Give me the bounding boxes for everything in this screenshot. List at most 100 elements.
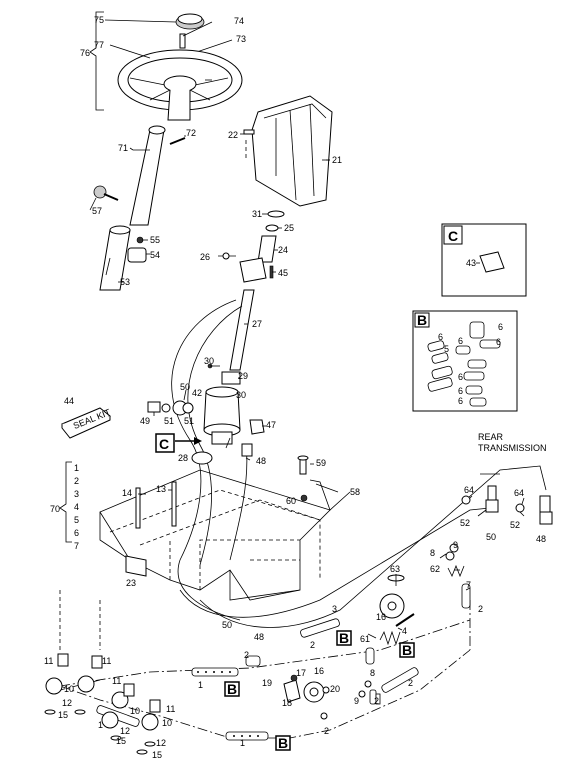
kit-contents-list: 1 2 3 4 5 6 7: [74, 463, 79, 551]
callout-63: 63: [390, 564, 400, 574]
callout-60: 60: [286, 496, 296, 506]
callout-6-c: 6: [498, 322, 503, 332]
callout-6-a: 6: [438, 332, 443, 342]
callout-62: 62: [430, 564, 440, 574]
chassis-frame: [99, 469, 405, 601]
hydraulic-hoses: [179, 465, 553, 628]
callout-10-c: 10: [162, 718, 172, 728]
callout-43: 43: [466, 258, 476, 268]
callout-48-hose: 48: [254, 632, 264, 642]
steering-support-bracket: [218, 95, 333, 371]
callout-6-e: 6: [458, 372, 463, 382]
callout-29: 29: [238, 371, 248, 381]
callout-24: 24: [278, 245, 288, 255]
callout-47: 47: [266, 420, 276, 430]
detail-ref-b-4: B: [278, 735, 288, 751]
callout-2-e: 2: [408, 678, 413, 688]
detail-letter-c-box: C: [448, 228, 458, 244]
kit-item-6: 6: [74, 528, 79, 538]
callout-9: 9: [453, 540, 458, 550]
control-lever: [297, 455, 351, 511]
callout-10-b: 10: [130, 706, 140, 716]
callout-42: 42: [192, 388, 202, 398]
callout-76: 76: [80, 48, 90, 58]
callout-45: 45: [278, 268, 288, 278]
callout-75: 75: [94, 15, 104, 25]
callout-52-a: 52: [460, 518, 470, 528]
callout-8-b: 8: [370, 668, 375, 678]
callout-51-a: 51: [164, 416, 174, 426]
callout-4: 4: [402, 626, 407, 636]
callout-50-hose: 50: [222, 620, 232, 630]
callout-2-center: 2: [310, 640, 315, 650]
callout-15-a: 15: [58, 710, 68, 720]
callout-15-c: 15: [152, 750, 162, 760]
kit-bracket: [59, 461, 72, 543]
callout-52-b: 52: [510, 520, 520, 530]
callout-77: 77: [94, 40, 104, 50]
callout-3: 3: [332, 604, 337, 614]
kit-item-5: 5: [74, 515, 79, 525]
callout-28: 28: [178, 453, 188, 463]
steering-shaft: [129, 129, 165, 226]
callout-64-a: 64: [464, 485, 474, 495]
callout-70: 70: [50, 504, 60, 514]
ignition-key: [93, 185, 107, 199]
detail-letters: C B C B B B B: [159, 228, 458, 751]
callout-17: 17: [296, 668, 306, 678]
callout-1-c: 1: [98, 720, 103, 730]
steering-valve-group: [147, 299, 265, 621]
detail-reference-markers: [155, 433, 415, 751]
callout-16-top: 16: [376, 612, 386, 622]
callout-2-f: 2: [324, 726, 329, 736]
steering-wheel-group: [89, 11, 243, 291]
seal-kit-box: [61, 407, 111, 439]
callout-58: 58: [350, 487, 360, 497]
callout-30-b: 30: [236, 390, 246, 400]
callout-19: 19: [262, 678, 272, 688]
callout-59: 59: [316, 458, 326, 468]
callout-16-bottom: 16: [314, 666, 324, 676]
kit-item-3: 3: [74, 489, 79, 499]
callout-74: 74: [234, 16, 244, 26]
callout-31: 31: [252, 209, 262, 219]
chain-drive: [44, 543, 471, 755]
callout-12-a: 12: [62, 698, 72, 708]
callout-54: 54: [150, 250, 160, 260]
callout-27: 27: [252, 319, 262, 329]
rear-label-line2: TRANSMISSION: [478, 443, 547, 453]
callout-8: 8: [430, 548, 435, 558]
callout-49: 49: [140, 416, 150, 426]
kit-item-2: 2: [74, 476, 79, 486]
callout-25: 25: [284, 223, 294, 233]
callout-50-rear: 50: [486, 532, 496, 542]
callout-48-rear: 48: [536, 534, 546, 544]
callout-11-d: 11: [166, 704, 175, 714]
callout-12-c: 12: [156, 738, 166, 748]
callout-21: 21: [332, 155, 342, 165]
callout-20: 20: [330, 684, 340, 694]
detail-box-c: [441, 223, 527, 297]
callout-44: 44: [64, 396, 74, 406]
callout-30: 30: [204, 356, 214, 366]
callout-14: 14: [122, 488, 132, 498]
callout-50-valve: 50: [180, 382, 190, 392]
detail-ref-b-2: B: [227, 681, 237, 697]
callout-12-b: 12: [120, 726, 130, 736]
callout-labels: 75 74 73 76 77 72 71 22 21 57 31 25 24 2…: [44, 15, 546, 760]
detail-ref-b-3: B: [402, 642, 412, 658]
callout-23: 23: [126, 578, 136, 588]
callout-2-c: 2: [244, 650, 249, 660]
callout-7: 7: [466, 580, 471, 590]
detail-ref-c: C: [159, 436, 169, 452]
callout-57: 57: [92, 206, 102, 216]
callout-72: 72: [186, 128, 196, 138]
callout-6-g: 6: [458, 396, 463, 406]
callout-6-b: 6: [458, 336, 463, 346]
callout-11-b: 11: [102, 656, 111, 666]
rear-label-line1: REAR: [478, 432, 504, 442]
callout-1-b: 1: [240, 738, 245, 748]
kit-item-4: 4: [74, 502, 79, 512]
